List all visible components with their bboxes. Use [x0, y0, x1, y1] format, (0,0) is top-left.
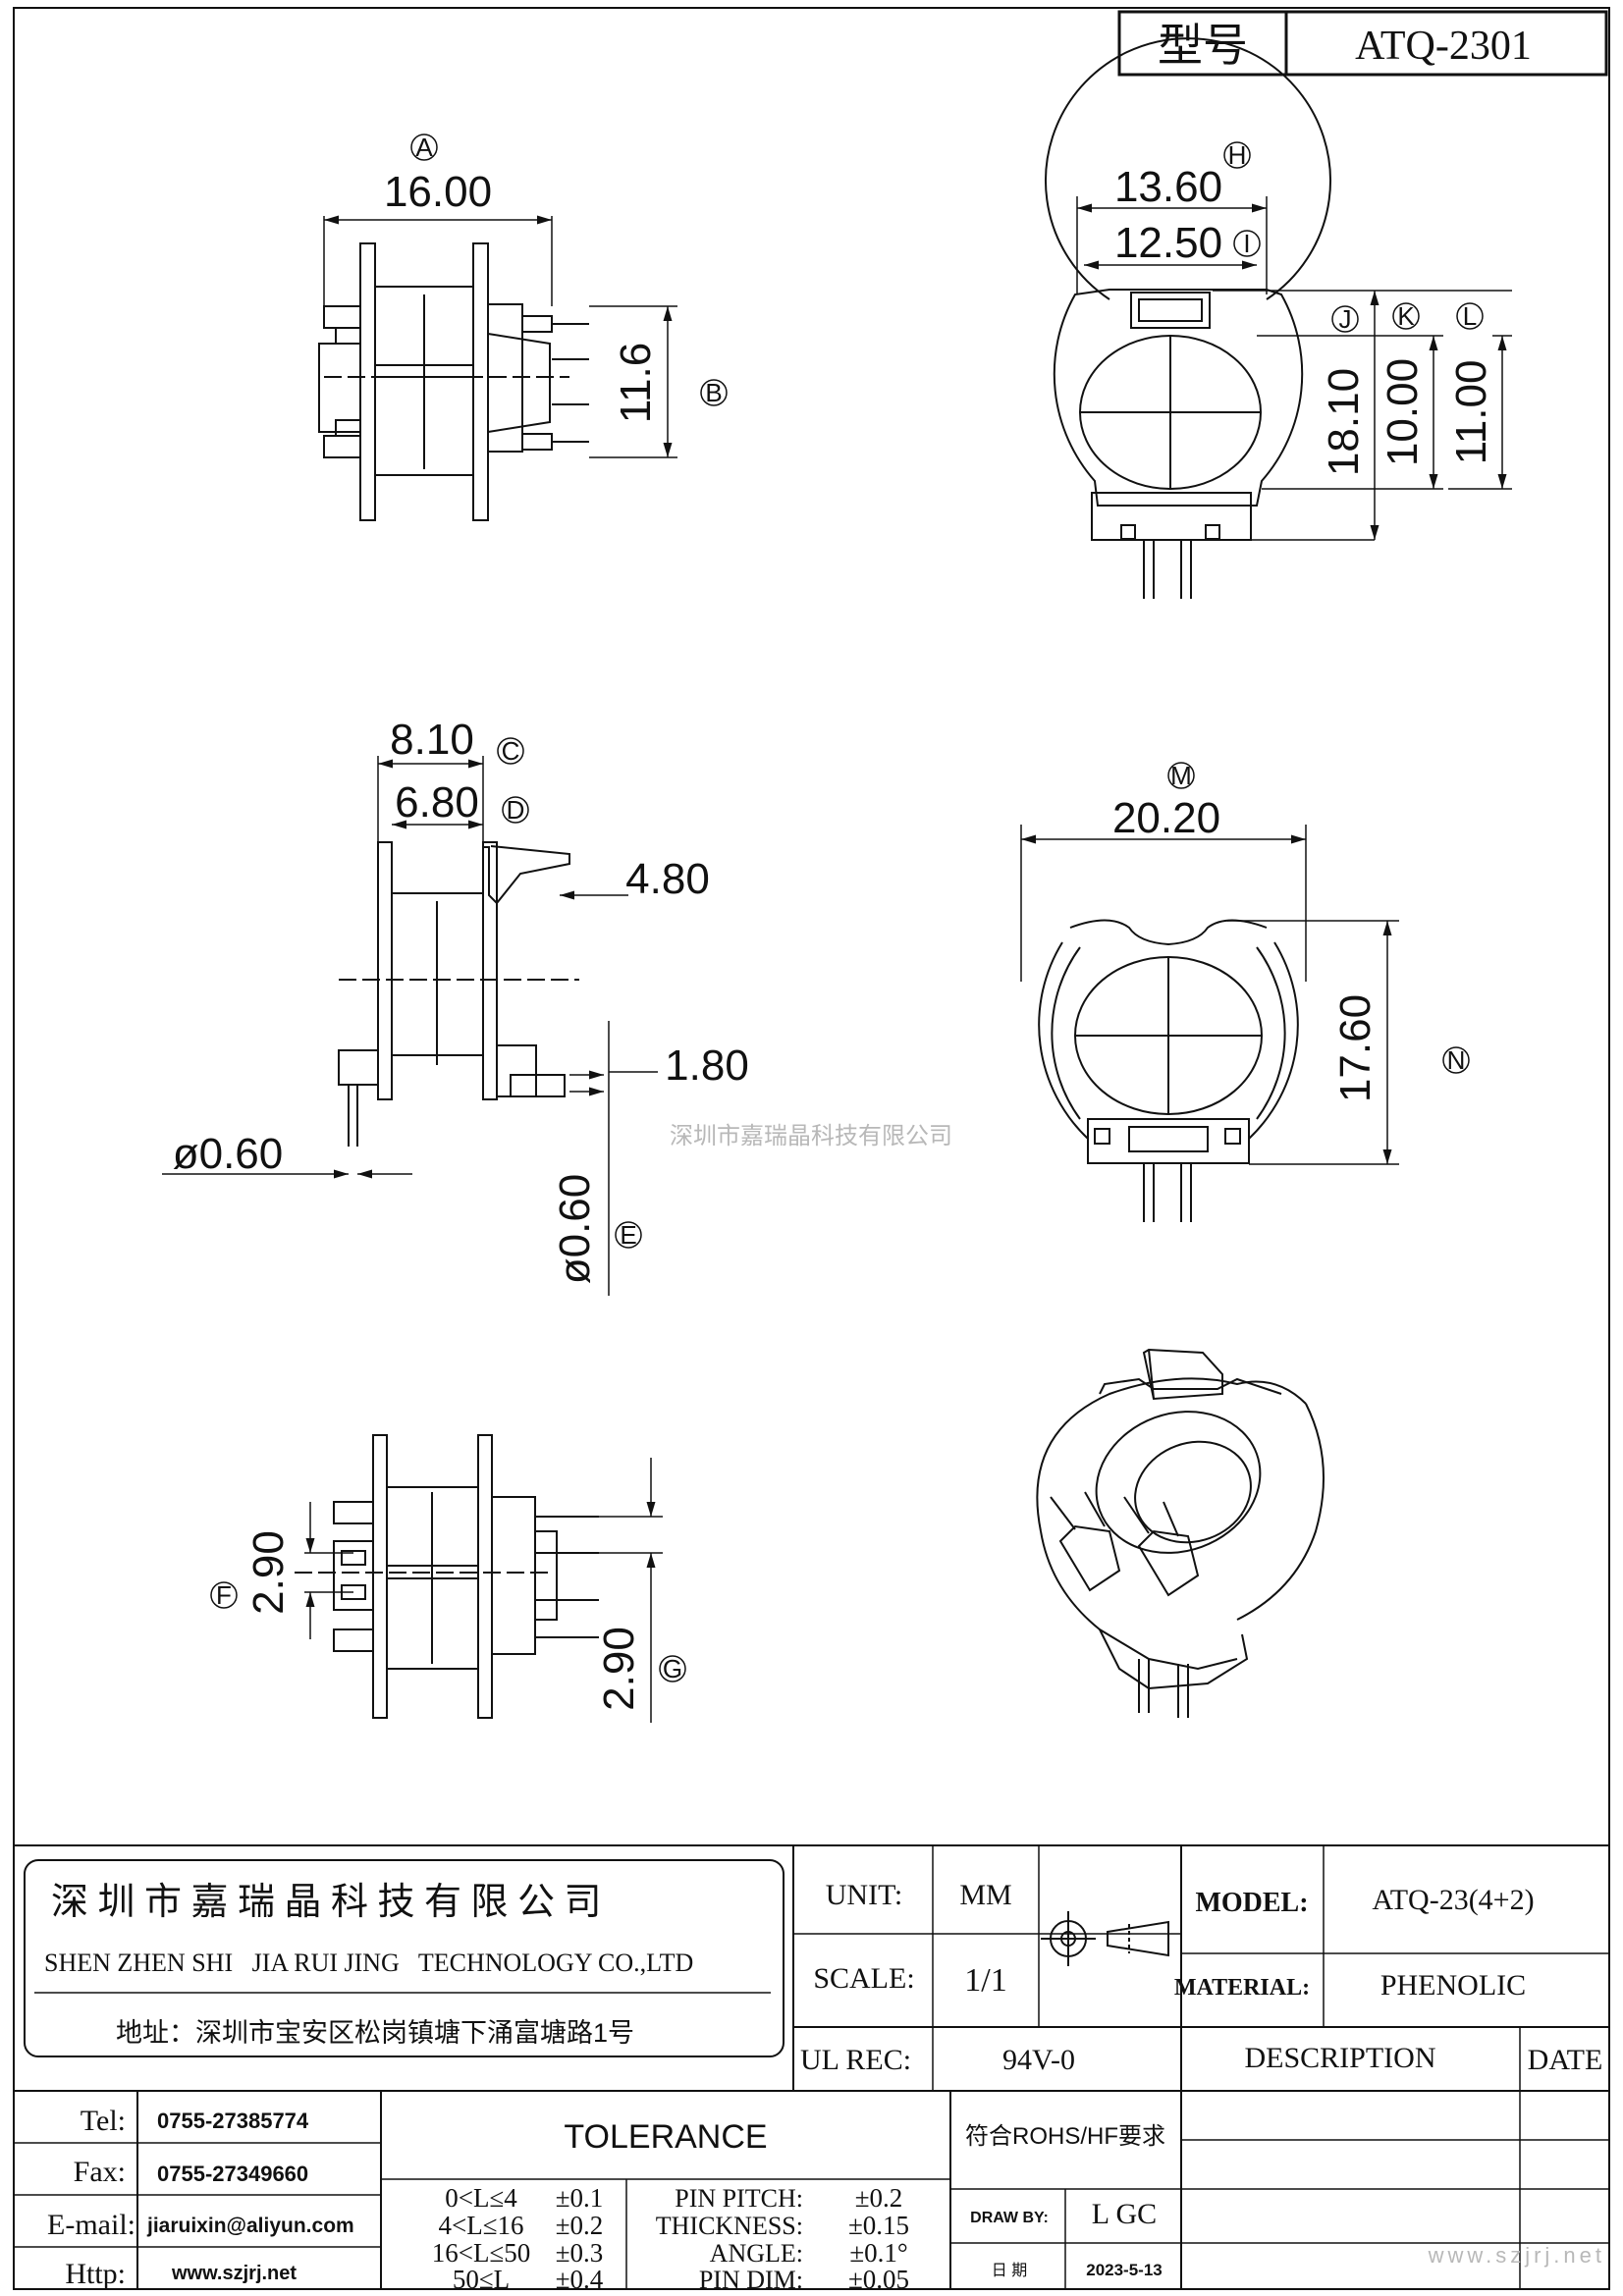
draw-by-value: L GC — [1092, 2198, 1157, 2230]
dim-8-10: 8.10 — [390, 716, 474, 764]
fax-label: Fax: — [74, 2156, 126, 2188]
mark-f: F — [216, 1580, 232, 1610]
mark-l: L — [1463, 301, 1477, 331]
company-address: 地址：深圳市宝安区松岗镇塘下涌富塘路1号 — [116, 2018, 634, 2048]
mark-i: I — [1243, 229, 1250, 258]
corner-watermark: www.szjrj.net — [1428, 2243, 1605, 2268]
tol-spec-value-4: ±0.05 — [848, 2265, 909, 2294]
mark-b: B — [705, 378, 722, 407]
dim-6-80: 6.80 — [395, 778, 479, 827]
dims-bottom-left: 2.90 F 2.90 G — [210, 1458, 686, 1723]
mark-d: D — [507, 795, 525, 825]
unit-value: MM — [959, 1879, 1011, 1911]
model-box-value: ATQ-2301 — [1355, 24, 1532, 69]
view-top-right — [1045, 37, 1331, 599]
tol-value-1: ±0.1 — [556, 2183, 604, 2213]
tel-label: Tel: — [81, 2105, 126, 2137]
drawing-frame — [13, 7, 1610, 2290]
dim-width-16: 16.00 — [384, 168, 492, 216]
mark-j: J — [1339, 304, 1352, 334]
ul-rec-value: 94V-0 — [1002, 2044, 1075, 2076]
mark-h: H — [1228, 140, 1247, 170]
dim-g-2-90: 2.90 — [595, 1627, 643, 1711]
title-block-text: 深 圳 市 嘉 瑞 晶 科 技 有 限 公 司 SHEN ZHEN SHI JI… — [44, 1879, 1605, 2294]
date-cn-label: 日 期 — [992, 2262, 1027, 2279]
dim-17-60: 17.60 — [1331, 994, 1380, 1102]
tol-spec-name-4: PIN DIM: — [699, 2266, 803, 2294]
scale-value: 1/1 — [964, 1962, 1006, 1999]
tol-range-4: 50≤L — [453, 2265, 510, 2294]
date-label: DATE — [1528, 2044, 1603, 2076]
dim-13-60: 13.60 — [1114, 163, 1222, 211]
tol-value-4: ±0.4 — [556, 2265, 604, 2294]
dims-mid-right: 20.20 M 17.60 N — [1020, 761, 1470, 1165]
tol-range-3: 16<L≤50 — [432, 2238, 531, 2268]
company-name-en: SHEN ZHEN SHI JIA RUI JING TECHNOLOGY CO… — [44, 1949, 693, 1977]
tol-spec-name-3: ANGLE: — [710, 2239, 803, 2268]
scale-label: SCALE: — [813, 1962, 914, 1995]
dim-11-00: 11.00 — [1447, 360, 1495, 465]
view-top-left — [318, 242, 589, 521]
mark-c: C — [502, 736, 520, 766]
dim-1-80: 1.80 — [665, 1041, 749, 1090]
material-value: PHENOLIC — [1380, 1969, 1526, 2002]
watermark-text: 深圳市嘉瑞晶科技有限公司 — [670, 1123, 952, 1149]
mark-e: E — [620, 1220, 636, 1250]
tol-spec-name-1: PIN PITCH: — [675, 2184, 803, 2213]
mark-a: A — [415, 133, 433, 162]
dims-top-right: 13.60 H 12.50 I 18.10 J 10.00 K 11.00 L — [1076, 140, 1512, 541]
projection-symbol-icon — [1041, 1911, 1169, 1966]
material-label: MATERIAL: — [1174, 1975, 1310, 2001]
tol-range-1: 0<L≤4 — [445, 2183, 517, 2213]
http-value: www.szjrj.net — [171, 2263, 297, 2284]
view-mid-left — [338, 841, 579, 1147]
dim-4-80: 4.80 — [625, 855, 710, 903]
mark-g: G — [663, 1654, 682, 1683]
dim-10-00: 10.00 — [1379, 358, 1427, 466]
model-value: ATQ-23(4+2) — [1372, 1884, 1534, 1916]
draw-by-label: DRAW BY: — [970, 2210, 1049, 2226]
tolerance-label: TOLERANCE — [564, 2118, 767, 2156]
dim-pin-dia2-0-60: ø0.60 — [551, 1174, 599, 1285]
view-bottom-left — [295, 1434, 599, 1719]
description-label: DESCRIPTION — [1244, 2042, 1435, 2074]
tol-range-2: 4<L≤16 — [438, 2211, 523, 2240]
dims-top-left: 16.00 A 11.6 B — [323, 133, 728, 458]
model-label: MODEL: — [1195, 1888, 1308, 1918]
date-value: 2023-5-13 — [1086, 2261, 1163, 2279]
view-mid-right — [1038, 919, 1299, 1222]
dim-pin-dia-0-60: ø0.60 — [173, 1130, 284, 1178]
fax-value: 0755-27349660 — [157, 2162, 308, 2186]
mark-n: N — [1447, 1045, 1466, 1075]
tol-value-3: ±0.3 — [556, 2238, 604, 2268]
dim-18-10: 18.10 — [1320, 368, 1368, 476]
email-label: E-mail: — [47, 2209, 135, 2241]
view-isometric — [1036, 1348, 1325, 1718]
rohs-text: 符合ROHS/HF要求 — [965, 2123, 1165, 2150]
model-box: 型号 ATQ-2301 — [1117, 10, 1608, 77]
ul-rec-label: UL REC: — [800, 2044, 911, 2076]
company-name-cn: 深 圳 市 嘉 瑞 晶 科 技 有 限 公 司 — [51, 1882, 602, 1923]
mark-k: K — [1397, 301, 1415, 331]
unit-label: UNIT: — [826, 1879, 903, 1911]
tel-value: 0755-27385774 — [157, 2109, 309, 2133]
dim-12-50: 12.50 — [1114, 219, 1222, 267]
title-block — [14, 1844, 1609, 2289]
dim-f-2-90: 2.90 — [244, 1530, 293, 1615]
tol-value-2: ±0.2 — [556, 2211, 604, 2240]
tol-spec-value-3: ±0.1° — [849, 2238, 907, 2268]
tol-spec-value-1: ±0.2 — [855, 2183, 903, 2213]
dim-20-20: 20.20 — [1112, 794, 1220, 842]
dims-mid-left: 8.10 C 6.80 D 4.80 1.80 ø0.60 ø0.60 E — [162, 716, 749, 1296]
mark-m: M — [1170, 761, 1192, 790]
dim-height-11-6: 11.6 — [612, 343, 660, 423]
http-label: Http: — [65, 2258, 126, 2290]
tol-spec-value-2: ±0.15 — [848, 2211, 909, 2240]
email-value: jiaruixin@aliyun.com — [146, 2215, 354, 2237]
tol-spec-name-2: THICKNESS: — [656, 2212, 803, 2240]
